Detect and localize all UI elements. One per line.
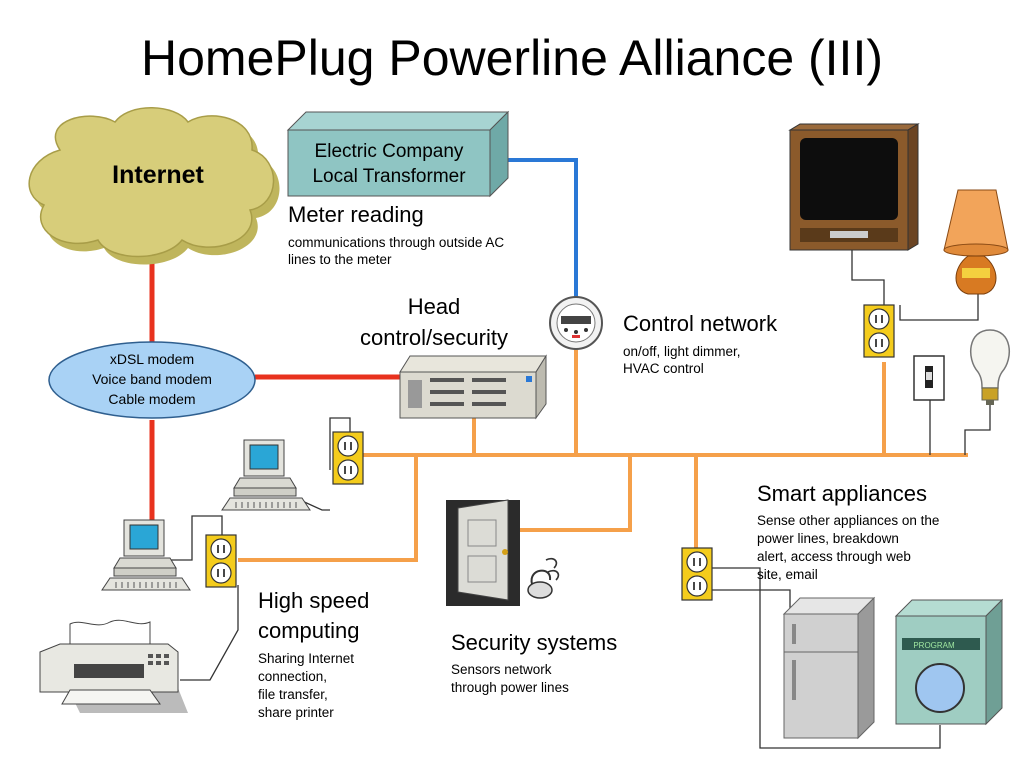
head-control-server	[399, 354, 547, 420]
computer-1	[221, 439, 311, 511]
lock-icon	[527, 557, 560, 599]
meter-reading-line1: communications through outside AC	[288, 235, 504, 250]
smart-appliances-line2: power lines, breakdown	[757, 531, 899, 546]
modem-ellipse: xDSL modem Voice band modem Cable modem	[48, 341, 256, 419]
security-line2: through power lines	[451, 680, 569, 695]
transformer-line2: Local Transformer	[312, 166, 466, 187]
smart-appliances-line4: site, email	[757, 567, 818, 582]
smart-appliances-line1: Sense other appliances on the	[757, 513, 939, 528]
outlet-appliances	[681, 547, 713, 601]
head-label-line1: Head	[408, 294, 461, 319]
page-title: HomePlug Powerline Alliance (III)	[141, 30, 883, 86]
meter-reading-line2: lines to the meter	[288, 252, 392, 267]
table-lamp	[943, 189, 1009, 295]
high-speed-line3: file transfer,	[258, 687, 328, 702]
control-network-heading: Control network	[623, 311, 778, 336]
power-lines	[238, 348, 968, 562]
refrigerator	[782, 596, 876, 740]
television	[788, 123, 920, 251]
electric-meter	[549, 296, 603, 350]
modem-line2: Voice band modem	[92, 371, 212, 387]
high-speed-heading2: computing	[258, 618, 360, 643]
washer-program-label: PROGRAM	[913, 641, 955, 650]
internet-label: Internet	[112, 161, 204, 189]
modem-line3: Cable modem	[108, 391, 195, 407]
washing-machine: PROGRAM	[894, 598, 1004, 726]
high-speed-line2: connection,	[258, 669, 327, 684]
outlet-control	[863, 304, 895, 358]
head-label-line2: control/security	[360, 325, 508, 350]
labels: Meter reading communications through out…	[258, 202, 939, 720]
outlet-computing	[205, 534, 237, 588]
printer	[39, 619, 188, 713]
transformer-line1: Electric Company	[315, 141, 464, 162]
internet-cloud: Internet	[28, 107, 280, 265]
transformer-box: Electric Company Local Transformer	[286, 110, 510, 198]
high-speed-line1: Sharing Internet	[258, 651, 354, 666]
meter-line	[488, 158, 578, 300]
security-line1: Sensors network	[451, 662, 552, 677]
smart-appliances-heading: Smart appliances	[757, 481, 927, 506]
control-network-line2: HVAC control	[623, 361, 704, 376]
control-network-line1: on/off, light dimmer,	[623, 344, 741, 359]
smart-appliances-line3: alert, access through web	[757, 549, 911, 564]
high-speed-line4: share printer	[258, 705, 334, 720]
security-heading: Security systems	[451, 630, 617, 655]
meter-reading-heading: Meter reading	[288, 202, 424, 227]
security-door	[446, 499, 520, 606]
light-bulb	[970, 329, 1010, 405]
high-speed-heading1: High speed	[258, 588, 369, 613]
data-lines	[149, 255, 400, 520]
computer-2	[101, 519, 191, 591]
light-switch	[913, 355, 945, 401]
outlet-computer	[332, 431, 364, 485]
modem-line1: xDSL modem	[110, 351, 194, 367]
